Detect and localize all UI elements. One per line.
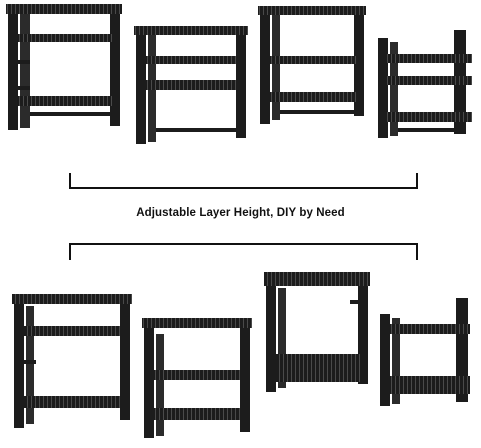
- shelf-unit-bottom-1: [12, 294, 132, 428]
- caption-text: Adjustable Layer Height, DIY by Need: [136, 207, 345, 219]
- shelf-unit-top-2: [134, 26, 248, 144]
- bottom-bracket: [69, 243, 418, 260]
- shelf-unit-bottom-2: [142, 318, 252, 438]
- top-bracket: [69, 173, 418, 189]
- shelf-unit-top-4: [378, 30, 472, 138]
- shelf-unit-top-3: [258, 6, 366, 124]
- shelf-unit-top-1: [6, 4, 122, 130]
- shelf-unit-bottom-3: [264, 272, 370, 392]
- shelf-unit-bottom-4: [380, 298, 470, 406]
